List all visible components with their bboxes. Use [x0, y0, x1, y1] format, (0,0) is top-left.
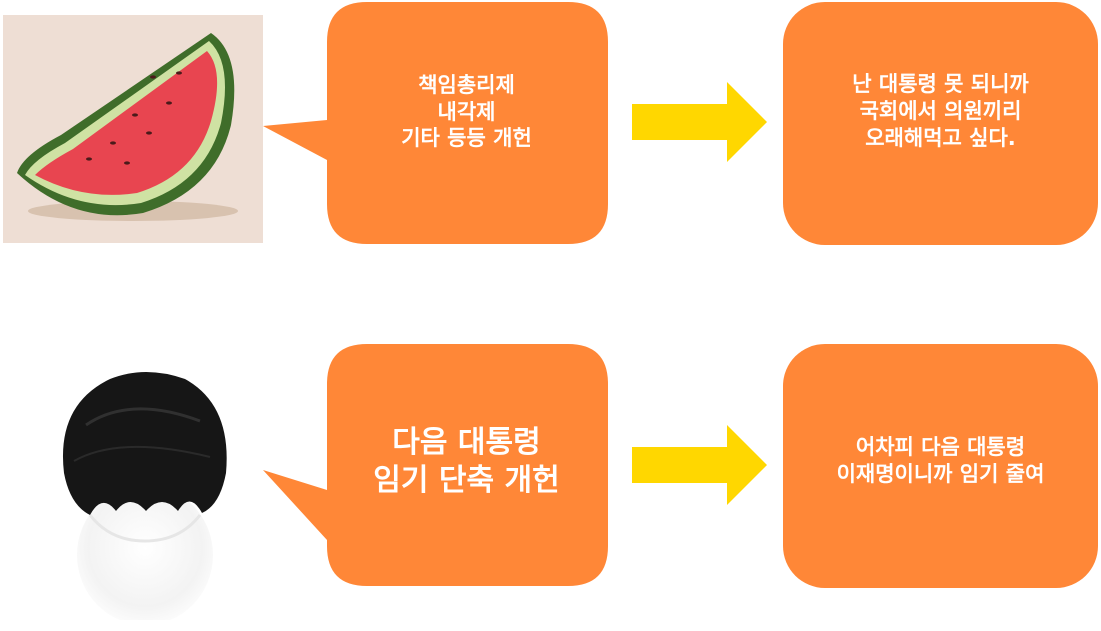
speech-bubble: 책임총리제 내각제 기타 등등 개헌 [263, 0, 608, 260]
result-box: 난 대통령 못 되니까 국회에서 의원끼리 오래해먹고 싶다. [783, 2, 1098, 245]
right-arrow-icon [632, 82, 767, 162]
speech-bubble: 다음 대통령 임기 단축 개헌 [263, 340, 608, 600]
panel-row-2: 다음 대통령 임기 단축 개헌 어차피 다음 대통령 이재명이니까 임기 줄여 [0, 340, 1101, 625]
wig-image [50, 365, 240, 625]
panel-row-1: 책임총리제 내각제 기타 등등 개헌 난 대통령 못 되니까 국회에서 의원끼리… [0, 0, 1101, 260]
bubble-text: 다음 대통령 임기 단축 개헌 [373, 424, 560, 498]
result-box: 어차피 다음 대통령 이재명이니까 임기 줄여 [783, 344, 1098, 588]
right-arrow-icon [632, 425, 767, 505]
watermelon-image [3, 15, 263, 243]
bubble-text: 책임총리제 내각제 기타 등등 개헌 [401, 72, 532, 151]
